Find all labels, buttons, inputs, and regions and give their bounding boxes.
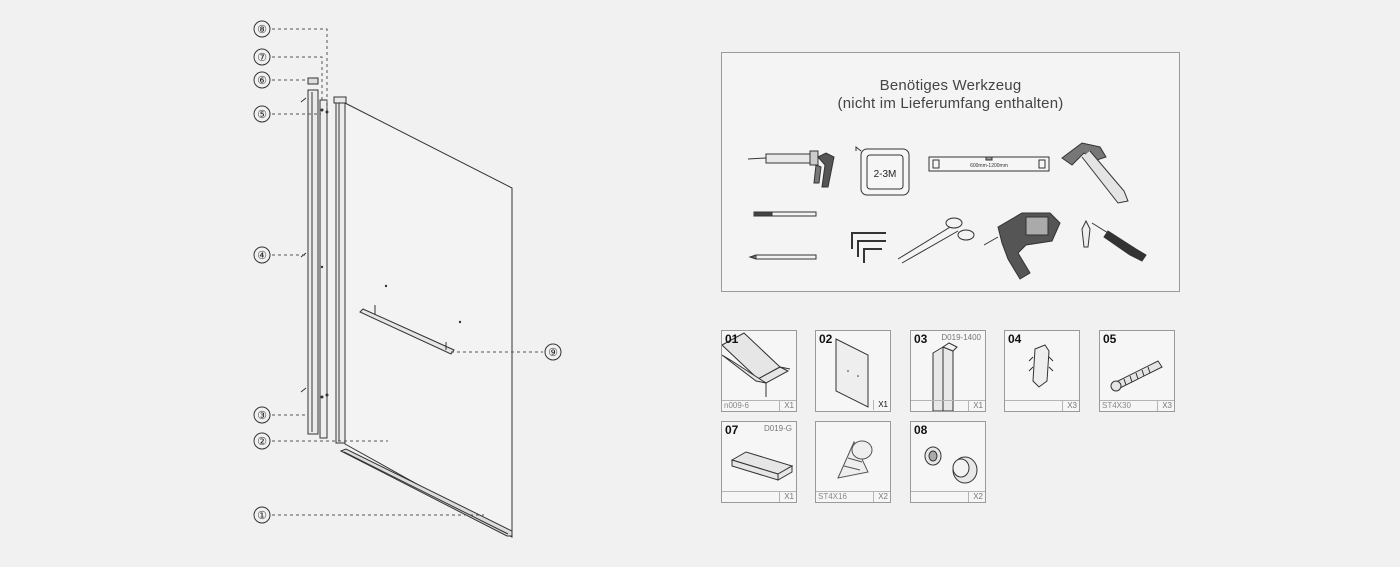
power-drill-icon (983, 212, 1061, 280)
part-card-08: 08 X2 (910, 421, 986, 503)
part-card-screw-st4x16: ST4X16 X2 (815, 421, 891, 503)
caulking-gun-icon (747, 150, 835, 188)
part-footer: X3 (1005, 400, 1079, 411)
tools-illustration: 2-3M 600mm-1200mm (747, 142, 1147, 280)
part-number: 04 (1008, 332, 1022, 346)
tools-title-line1: Benötiges Werkzeug (879, 77, 1022, 94)
callout-2: ② (257, 436, 267, 448)
part-footer-label: n009-6 (724, 401, 749, 410)
part-quantity: X2 (968, 492, 983, 502)
glass-panel (344, 102, 513, 538)
part-quantity: X3 (1062, 401, 1077, 411)
callout-8: ⑧ (257, 24, 267, 36)
part-number: 03 (914, 332, 928, 346)
callout-3: ③ (257, 410, 267, 422)
towel-bar (359, 308, 455, 355)
part-quantity: X1 (968, 401, 983, 411)
part-number: 05 (1103, 332, 1117, 346)
screw-anchor-icon (1081, 219, 1091, 248)
part-footer-label: ST4X16 (818, 492, 847, 501)
pencil-icon (748, 254, 817, 260)
insert-profile (319, 99, 328, 439)
glass-panel-icon (835, 338, 869, 408)
part-footer: X1 (722, 491, 796, 502)
part-card-02: 02 X1 (815, 330, 891, 412)
callout-5: ⑤ (257, 109, 267, 121)
callout-7: ⑦ (257, 52, 267, 64)
callout-9: ⑨ (548, 347, 558, 359)
part-number: 02 (819, 332, 833, 346)
tape-measure-icon (855, 145, 910, 196)
part-footer: n009-6 X1 (722, 400, 796, 411)
part-code: D019-1400 (941, 333, 981, 342)
wall-plug-icon (1028, 344, 1054, 388)
door-profile (335, 100, 346, 444)
callout-1: ① (257, 510, 267, 522)
allen-key-icon (851, 232, 886, 263)
seal-strip-icon (722, 332, 791, 397)
part-quantity: X2 (873, 492, 888, 502)
tools-title-line2: (nicht im Lieferumfang enthalten) (837, 95, 1064, 112)
short-screw-icon (837, 440, 873, 479)
part-card-03: 03 D019-1400 X1 (910, 330, 986, 412)
part-number: 08 (914, 423, 928, 437)
part-quantity: X3 (1157, 401, 1172, 411)
part-card-07: 07 D019-G X1 (721, 421, 797, 503)
part-footer: X1 (816, 400, 890, 411)
screwdriver-icon (1091, 222, 1147, 262)
part-card-04: 04 X3 (1004, 330, 1080, 412)
required-tools-panel: Benötiges Werkzeug (nicht im Lieferumfan… (721, 52, 1180, 292)
part-footer-label: ST4X30 (1102, 401, 1131, 410)
end-cap-icon (924, 446, 978, 484)
part-footer: ST4X30 X3 (1100, 400, 1174, 411)
bracket-icon (730, 451, 794, 481)
part-footer: X2 (911, 491, 985, 502)
drill-bit-icon (753, 211, 817, 217)
part-number: 01 (725, 332, 739, 346)
wall-profile (307, 89, 319, 435)
callout-6: ⑥ (257, 75, 267, 87)
spirit-level-icon (928, 156, 1050, 172)
part-card-01: 01 n009-6 X1 (721, 330, 797, 412)
part-quantity: X1 (873, 400, 888, 410)
tools-title: Benötiges Werkzeug (nicht im Lieferumfan… (722, 77, 1179, 113)
callout-4: ④ (257, 250, 267, 262)
part-card-05: 05 ST4X30 X3 (1099, 330, 1175, 412)
part-quantity: X1 (779, 492, 794, 502)
part-footer: ST4X16 X2 (816, 491, 890, 502)
screw-icon (1110, 360, 1163, 392)
part-number: 07 (725, 423, 739, 437)
tape-measure-label: 2-3M (874, 169, 897, 180)
scissors-icon (897, 217, 975, 264)
spirit-level-label: 600mm-1200mm (970, 163, 1008, 169)
part-footer: X1 (911, 400, 985, 411)
end-cap (307, 77, 319, 85)
wall-profile-icon (932, 342, 958, 411)
part-code: D019-G (763, 424, 792, 433)
part-quantity: X1 (779, 401, 794, 411)
hammer-icon (1061, 142, 1129, 204)
